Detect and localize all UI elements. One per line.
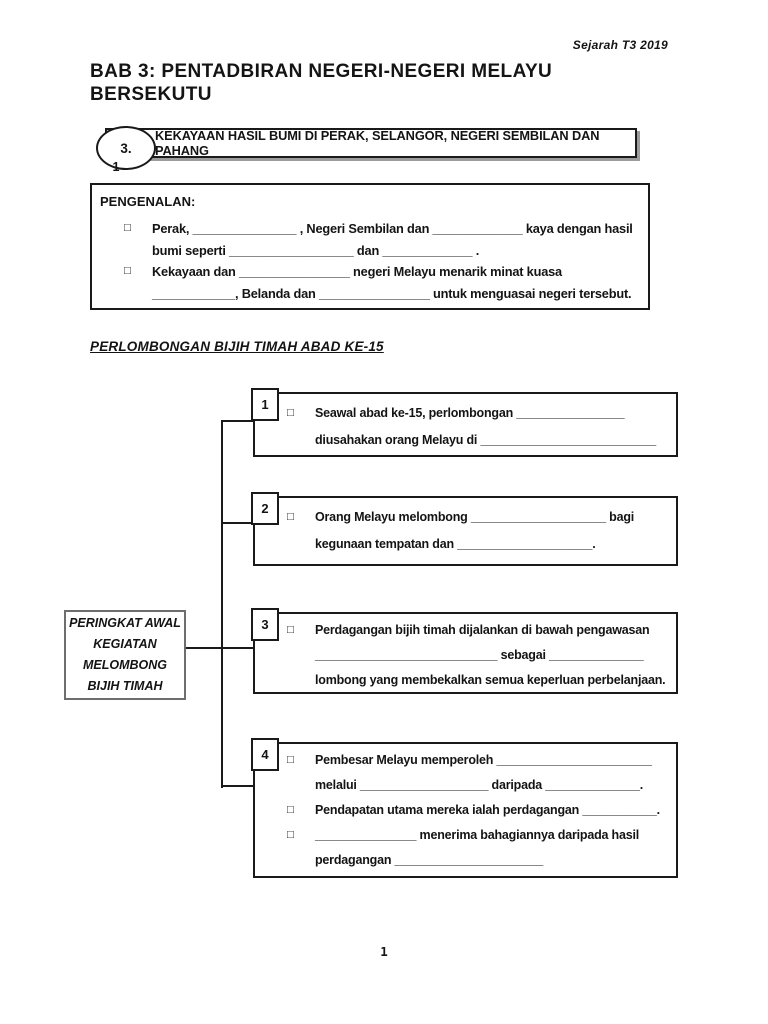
bullet-text: Orang Melayu melombong _________________… [315,504,672,558]
page-title-line2: BERSEKUTU [90,84,212,105]
text-line: bumi seperti __________________ dan ____… [152,242,480,258]
checkbox-bullet-icon: □ [287,407,294,419]
item-content: □ Orang Melayu melombong _______________… [255,498,676,558]
item-number-badge: 1 [251,388,279,421]
bullet-text: Perak, _______________ , Negeri Sembilan… [152,218,640,261]
label-line: PERINGKAT AWAL [69,616,181,630]
bullet-text: Kekayaan dan ________________ negeri Mel… [152,261,640,304]
pengenalan-bullets: □ Perak, _______________ , Negeri Sembil… [124,218,640,304]
item-number-badge: 3 [251,608,279,641]
text-line: kegunaan tempatan dan __________________… [315,537,596,551]
page-title: BAB 3: PENTADBIRAN NEGERI-NEGERI MELAYU … [90,60,650,106]
section-number-bottom: 1 [112,160,120,174]
diagram-root-label: PERINGKAT AWAL KEGIATAN MELOMBONG BIJIH … [64,610,186,700]
list-item: □ Orang Melayu melombong _______________… [287,504,672,558]
page-number: 1 [380,944,388,959]
text-line: Kekayaan dan ________________ negeri Mel… [152,264,562,279]
checkbox-bullet-icon: □ [287,754,294,766]
text-line: lombong yang membekalkan semua keperluan… [315,673,666,687]
list-item: □ Pembesar Melayu memperoleh ___________… [287,748,672,798]
text-line: Pembesar Melayu memperoleh _____________… [315,753,652,767]
text-line: ___________________________ sebagai ____… [315,648,644,662]
section-banner: KEKAYAAN HASIL BUMI DI PERAK, SELANGOR, … [105,128,637,158]
list-item: □ Perdagangan bijih timah dijalankan di … [287,618,672,693]
list-item: □ Kekayaan dan ________________ negeri M… [124,261,640,304]
text-line: diusahakan orang Melayu di _____________… [315,433,657,447]
text-line: Orang Melayu melombong _________________… [315,510,635,524]
pengenalan-box: PENGENALAN: □ Perak, _______________ , N… [90,183,650,310]
checkbox-bullet-icon: □ [287,804,294,816]
section-number-top: 3. [120,140,132,156]
label-line: BIJIH TIMAH [87,679,163,693]
list-item: □ Pendapatan utama mereka ialah perdagan… [287,798,672,823]
pengenalan-heading: PENGENALAN: [100,194,196,209]
list-item: □ Seawal abad ke-15, perlombongan ______… [287,400,672,454]
item-content: □ Pembesar Melayu memperoleh ___________… [255,744,676,873]
text-line: Perdagangan bijih timah dijalankan di ba… [315,623,650,637]
connector-branch-2 [221,522,254,524]
bullet-text: Seawal abad ke-15, perlombongan ________… [315,400,672,454]
section-banner-label: KEKAYAAN HASIL BUMI DI PERAK, SELANGOR, … [155,128,600,158]
item-number-badge: 4 [251,738,279,771]
item-content: □ Seawal abad ke-15, perlombongan ______… [255,394,676,454]
item-content: □ Perdagangan bijih timah dijalankan di … [255,614,676,693]
header-note: Sejarah T3 2019 [572,38,668,52]
section-number-oval: 3. [96,126,156,170]
list-item: □ Perak, _______________ , Negeri Sembil… [124,218,640,261]
text-line: Pendapatan utama mereka ialah perdaganga… [315,803,660,817]
text-line: _______________ menerima bahagiannya dar… [315,828,640,842]
diagram-item-3: 3 □ Perdagangan bijih timah dijalankan d… [251,608,678,694]
page-title-line1: BAB 3: PENTADBIRAN NEGERI-NEGERI MELAYU [90,61,553,82]
item-number-badge: 2 [251,492,279,525]
bullet-text: Perdagangan bijih timah dijalankan di ba… [315,618,672,693]
connector-branch-1 [221,420,254,422]
diagram-item-1: 1 □ Seawal abad ke-15, perlombongan ____… [251,388,678,457]
bullet-text: _______________ menerima bahagiannya dar… [315,823,672,873]
bullet-text: Pendapatan utama mereka ialah perdaganga… [315,798,672,823]
checkbox-bullet-icon: □ [287,511,294,523]
text-line: perdagangan ______________________ [315,853,544,867]
checkbox-bullet-icon: □ [124,265,131,277]
section-subheading: PERLOMBONGAN BIJIH TIMAH ABAD KE-15 [90,339,384,354]
text-line: ____________, Belanda dan ______________… [152,285,632,301]
text-line: Perak, _______________ , Negeri Sembilan… [152,221,633,236]
connector-trunk-line [221,421,223,788]
list-item: □ _______________ menerima bahagiannya d… [287,823,672,873]
label-line: KEGIATAN [93,637,157,651]
checkbox-bullet-icon: □ [124,222,131,234]
label-line: MELOMBONG [82,658,168,672]
diagram-item-2: 2 □ Orang Melayu melombong _____________… [251,492,678,566]
diagram-item-4: 4 □ Pembesar Melayu memperoleh _________… [251,738,678,878]
connector-branch-4 [221,785,254,787]
checkbox-bullet-icon: □ [287,829,294,841]
bullet-text: Pembesar Melayu memperoleh _____________… [315,748,672,798]
text-line: Seawal abad ke-15, perlombongan ________… [315,406,625,420]
connector-branch-3 [186,647,254,649]
checkbox-bullet-icon: □ [287,624,294,636]
text-line: melalui ___________________ daripada ___… [315,778,644,792]
